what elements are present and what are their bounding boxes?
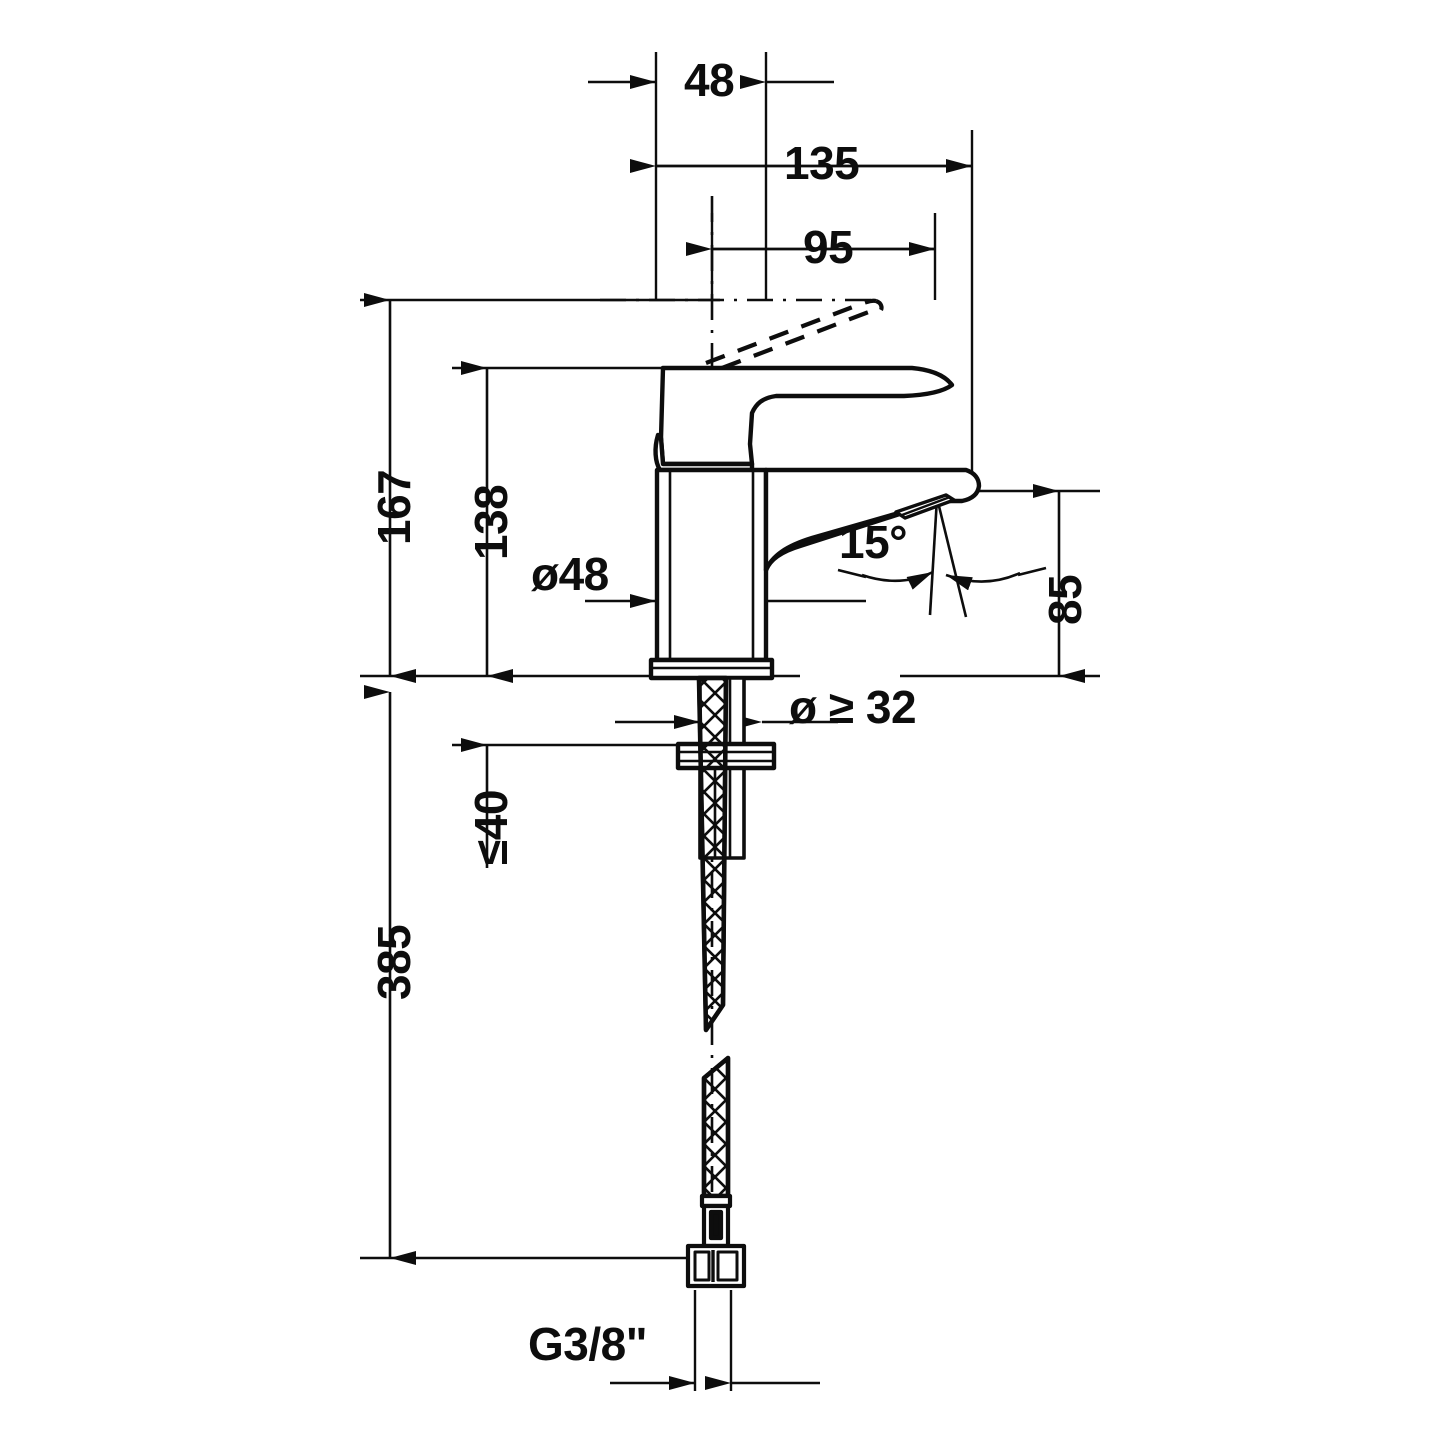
flexible-hose-upper bbox=[696, 675, 729, 1033]
angle-leader-right bbox=[1017, 566, 1047, 577]
hose-end-fitting bbox=[685, 1193, 747, 1289]
angle-ray-vertical bbox=[928, 497, 939, 616]
handle-open-position bbox=[705, 298, 884, 370]
angle-ray-tilted bbox=[935, 497, 968, 618]
dim-label-135: 135 bbox=[784, 137, 860, 189]
hex-nut-inner-right bbox=[716, 1250, 739, 1282]
dim-label-o32: ø ≥ 32 bbox=[789, 681, 917, 733]
extension-lines bbox=[654, 52, 974, 485]
lever-handle bbox=[658, 365, 955, 467]
dim-label-95: 95 bbox=[803, 221, 854, 273]
dim-15deg bbox=[837, 497, 1047, 618]
hex-nut bbox=[685, 1243, 747, 1289]
dim-label-167: 167 bbox=[368, 469, 420, 545]
dim-label-g38: G3/8" bbox=[528, 1318, 648, 1370]
dim-label-385: 385 bbox=[368, 924, 420, 1000]
dim-label-15deg: 15° bbox=[839, 516, 908, 568]
dim-label-138: 138 bbox=[465, 484, 517, 560]
dim-label-48: 48 bbox=[684, 54, 735, 106]
dim-label-o48: ø48 bbox=[531, 548, 609, 600]
hose-lower-braid bbox=[701, 1055, 731, 1199]
hex-nut-inner-left bbox=[693, 1250, 711, 1282]
angle-arrow-left bbox=[861, 570, 934, 590]
fitting-slot bbox=[708, 1209, 724, 1241]
spout-underside bbox=[763, 497, 949, 573]
handle-trim bbox=[653, 432, 755, 473]
mixer-body bbox=[654, 467, 769, 663]
dim-label-85: 85 bbox=[1039, 574, 1091, 625]
flexible-hose-lower bbox=[701, 1055, 731, 1199]
angle-leader-left bbox=[837, 568, 867, 579]
angle-arrow-right bbox=[945, 571, 1021, 591]
aerator-line bbox=[900, 495, 952, 517]
dim-label-40: ≤40 bbox=[465, 790, 517, 865]
dim-g38 bbox=[610, 1290, 820, 1391]
